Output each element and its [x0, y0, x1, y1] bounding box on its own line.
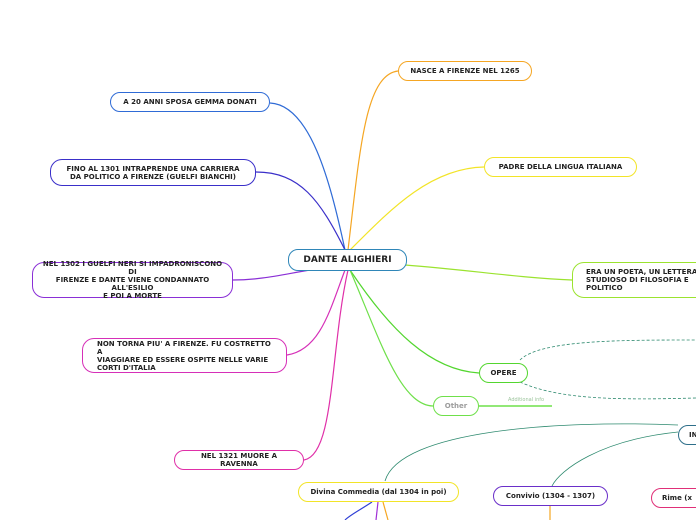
branch-carriera[interactable]: FINO AL 1301 INTRAPRENDE UNA CARRIERA DA… — [50, 159, 256, 186]
work-convivio[interactable]: Convivio (1304 - 1307) — [493, 486, 608, 506]
connector-divina-down-2 — [375, 501, 379, 520]
branch-ravenna[interactable]: NEL 1321 MUORE A RAVENNA — [174, 450, 304, 470]
connector-corti — [286, 269, 346, 356]
branch-opere[interactable]: OPERE — [479, 363, 528, 383]
connector-carriera — [255, 171, 346, 251]
branch-padre[interactable]: PADRE DELLA LINGUA ITALIANA — [484, 157, 637, 177]
connector-poeta — [404, 264, 573, 281]
root-node[interactable]: DANTE ALIGHIERI — [288, 249, 407, 271]
connector-divina — [384, 423, 679, 482]
connector-padre — [349, 166, 485, 251]
connector-opere-dashed-top — [519, 339, 696, 361]
connector-opere-dashed-bottom — [519, 381, 696, 400]
work-rime[interactable]: Rime (x — [651, 488, 696, 508]
connector-divina-down-1 — [344, 501, 373, 520]
work-inf[interactable]: IN — [678, 425, 696, 445]
connector-sposa — [269, 102, 346, 251]
branch-sposa[interactable]: A 20 ANNI SPOSA GEMMA DONATI — [110, 92, 270, 112]
other-note: Additional info — [508, 397, 545, 403]
connector-nasce — [347, 70, 399, 251]
branch-nasce[interactable]: NASCE A FIRENZE NEL 1265 — [398, 61, 532, 81]
connector-divina-down-3 — [382, 501, 389, 520]
branch-corti[interactable]: NON TORNA PIU' A FIRENZE. FU COSTRETTO A… — [82, 338, 287, 373]
branch-esilio[interactable]: NEL 1302 I GUELFI NERI SI IMPADRONISCONO… — [32, 260, 233, 300]
connector-ravenna — [303, 269, 349, 461]
connector-other — [349, 269, 434, 407]
work-divina-commedia[interactable]: Divina Commedia (dal 1304 in poi) — [298, 482, 459, 502]
connector-convivio — [551, 431, 679, 487]
branch-other[interactable]: Other — [433, 396, 479, 416]
connector-esilio — [232, 269, 311, 281]
connector-opere — [349, 269, 480, 374]
branch-poeta[interactable]: ERA UN POETA, UN LETTERA STUDIOSO DI FIL… — [572, 262, 696, 298]
